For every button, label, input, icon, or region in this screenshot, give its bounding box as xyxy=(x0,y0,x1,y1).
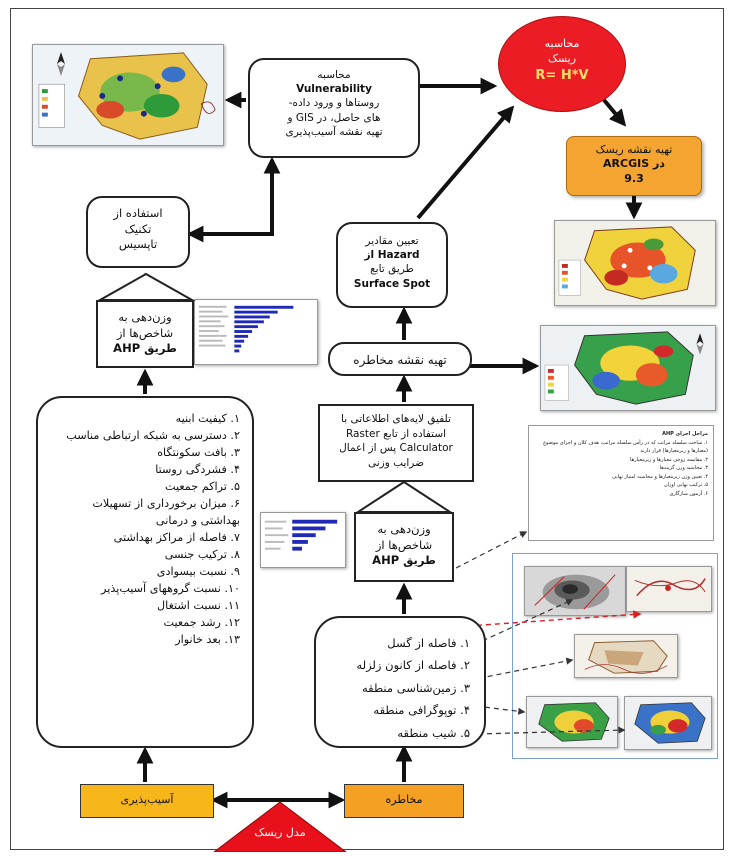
vulnerability-calc-line: های حاصل، در GIS و xyxy=(287,111,381,124)
hazard-det-line: Surface Spot xyxy=(353,277,431,290)
vulnerability-indicator: ۳. بافت سکونتگاه xyxy=(157,446,240,460)
layer-combination-box: تلفیق لایه‌های اطلاعاتی با استفاده از تا… xyxy=(318,404,474,482)
vulnerability-indicator: ۷. فاصله از مراکز بهداشتی xyxy=(113,531,240,545)
ahp-weights-chart-left xyxy=(194,299,318,365)
vulnerability-calc-line: روستاها و ورود داده- xyxy=(288,97,380,110)
ahp-line: شاخص‌ها از xyxy=(116,325,174,340)
vulnerability-map-thumbnail xyxy=(32,44,224,146)
vulnerability-indicators-list: ۱. کیفیت ابنیه ۲. دسترسی به شبکه ارتباطی… xyxy=(36,396,254,748)
risk-formula: R= H*V xyxy=(535,67,589,83)
ahp-step-item: ۱. ساخت سلسله مراتب که در رأس سلسله مرات… xyxy=(543,439,708,455)
ahp-line: وزن‌دهی به xyxy=(118,310,172,324)
earthquake-distance-map xyxy=(626,566,712,612)
vulnerability-bar-label: آسیب‌پذیری xyxy=(120,793,174,806)
hazard-indicators-list: ۱. فاصله از گسل ۲. فاصله از کانون زلزله … xyxy=(314,616,486,748)
hazard-map-box: تهیه نقشه مخاطره xyxy=(328,342,472,376)
vulnerability-indicator: ۱. کیفیت ابنیه xyxy=(175,412,240,425)
fault-distance-map xyxy=(524,566,626,616)
hazard-indicator: ۳. زمین‌شناسی منطقه xyxy=(362,680,470,695)
ahp-line: شاخص‌ها از xyxy=(375,537,433,552)
vulnerability-indicator: ۴. فشردگی روستا xyxy=(155,463,240,477)
ahp-steps-note: مراحل اجرای AHP ۱. ساخت سلسله مراتب که د… xyxy=(528,425,714,541)
north-arrow-icon xyxy=(696,333,704,355)
ahp-line: طریق AHP xyxy=(372,553,436,568)
vulnerability-calculation-box: محاسبه Vulnerability روستاها و ورود داده… xyxy=(248,58,420,158)
vulnerability-indicator: ۱۳. بعد خانوار xyxy=(175,633,240,647)
hazard-indicator: ۲. فاصله از کانون زلزله xyxy=(356,658,470,673)
topography-map xyxy=(526,696,618,748)
risk-model-triangle xyxy=(213,801,347,852)
vulnerability-indicator: ۱۱. نسبت اشتغال xyxy=(157,599,240,613)
layer-combination-line: Calculator پس از اعمال xyxy=(339,442,453,455)
vulnerability-bar: آسیب‌پذیری xyxy=(80,784,214,818)
topsis-box: استفاده از تکنیک تاپسیس xyxy=(86,196,190,268)
vulnerability-calc-line: تهیه نقشه آسیب‌پذیری xyxy=(285,125,383,138)
ahp-weighting-box-hazard: وزن‌دهی به شاخص‌ها از طریق AHP xyxy=(354,512,454,582)
ahp-step-item: ۳. محاسبه وزن گزینه‌ها xyxy=(659,465,708,471)
geology-map xyxy=(574,634,678,678)
vulnerability-indicator: ۱۲. رشد جمعیت xyxy=(163,616,241,630)
ahp-line: طریق AHP xyxy=(113,341,177,356)
risk-map-line: تهیه نقشه ریسک xyxy=(595,143,673,156)
diagram-frame xyxy=(10,8,724,850)
slope-map xyxy=(624,696,712,750)
risk-model-label: مدل ریسک xyxy=(254,826,306,839)
hazard-indicator: ۱. فاصله از گسل xyxy=(387,636,470,650)
ahp-weighting-box-vulnerability: وزن‌دهی به شاخص‌ها از طریق AHP xyxy=(96,300,194,368)
hazard-det-line: طریق تابع xyxy=(370,263,414,276)
topsis-line: تاپسیس xyxy=(118,237,158,252)
hazard-map-label: تهیه نقشه مخاطره xyxy=(353,353,447,367)
risk-calc-line: ریسک xyxy=(547,51,577,65)
risk-calculation-circle: محاسبه ریسک R= H*V xyxy=(498,16,626,112)
topsis-line: استفاده از xyxy=(113,206,163,220)
risk-map-box: تهیه نقشه ریسک در ARCGIS 9.3 xyxy=(566,136,702,196)
ahp-step-item: ۶. آزمون سازگاری xyxy=(669,490,708,497)
layer-combination-line: تلفیق لایه‌های اطلاعاتی با xyxy=(341,413,451,425)
hazard-determination-box: تعیین مقادیر Hazard از طریق تابع Surface… xyxy=(336,222,448,308)
vulnerability-indicator: ۱۰. نسبت گروههای آسیب‌پذیر xyxy=(101,582,240,596)
vulnerability-calc-line: محاسبه xyxy=(317,69,351,81)
risk-map-thumbnail xyxy=(554,220,716,306)
vulnerability-calc-line: Vulnerability xyxy=(296,83,372,96)
risk-map-line: 9.3 xyxy=(624,171,644,185)
ahp-step-item: ۲. مقایسه زوجی معیارها و زیرمعیارها xyxy=(630,456,708,463)
vulnerability-indicator: ۵. تراکم جمعیت xyxy=(165,480,240,494)
vulnerability-indicator: ۹. نسبت بیسوادی xyxy=(156,565,240,579)
layer-combination-line: استفاده از تابع Raster xyxy=(345,427,447,440)
hazard-indicator: ۴. توپوگرافی منطقه xyxy=(373,703,470,718)
hazard-det-line: Hazard از xyxy=(364,249,420,262)
hazard-map-thumbnail xyxy=(540,325,716,411)
layer-combination-line: ضرایب وزنی xyxy=(367,457,424,470)
hollow-arrow-icon xyxy=(354,480,454,513)
risk-calc-line: محاسبه xyxy=(544,37,580,50)
topsis-line: تکنیک xyxy=(124,221,152,236)
hazard-indicator: ۵. شیب منطقه xyxy=(397,725,470,740)
ahp-line: وزن‌دهی به xyxy=(377,522,431,536)
hazard-bar-label: مخاطره xyxy=(385,793,423,806)
vulnerability-indicator: ۶. میزان برخورداری از تسهیلات بهداشتی و … xyxy=(92,497,240,528)
hollow-arrow-icon xyxy=(96,272,196,301)
ahp-step-item: ۴. تعیین وزن زیرمعیارها و محاسبه امتیاز … xyxy=(612,473,708,480)
ahp-steps-title: مراحل اجرای AHP xyxy=(662,431,708,437)
vulnerability-indicator: ۲. دسترسی به شبکه ارتباطی مناسب xyxy=(66,429,240,443)
ahp-step-item: ۵. ترکیب نهایی اوزان xyxy=(663,482,708,488)
risk-map-line: در ARCGIS xyxy=(603,157,665,171)
vulnerability-indicator: ۸. ترکیب جنسی xyxy=(164,548,240,562)
ahp-weights-chart-right xyxy=(260,512,346,568)
hazard-bar: مخاطره xyxy=(344,784,464,818)
north-arrow-icon xyxy=(57,52,65,76)
hazard-det-line: تعیین مقادیر xyxy=(365,235,419,247)
